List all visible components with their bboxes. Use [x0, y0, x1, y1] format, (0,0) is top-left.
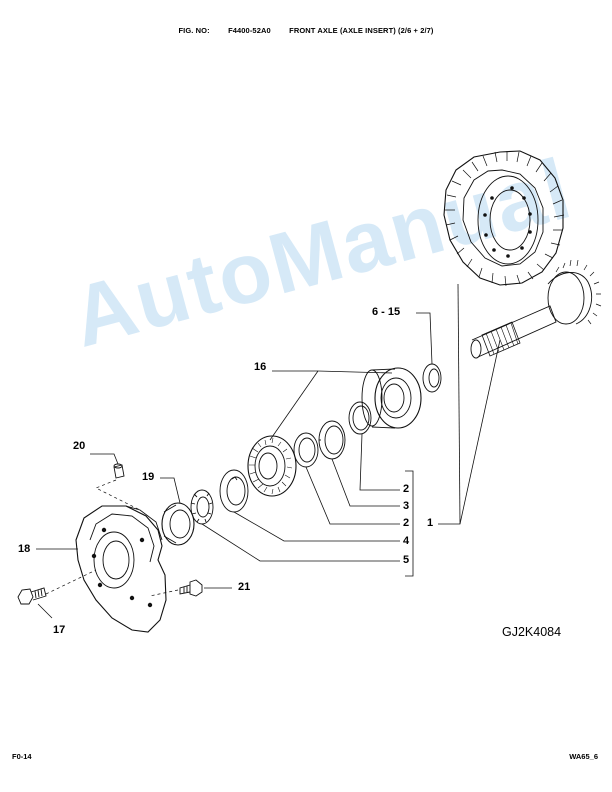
fig-title: FRONT AXLE (AXLE INSERT) (2/6 + 2/7)	[289, 26, 434, 35]
callout-3: 3	[403, 500, 410, 512]
pin-20	[113, 463, 125, 479]
bolt-21	[179, 579, 203, 597]
bolt-17	[17, 587, 47, 605]
leader-lines	[36, 283, 501, 619]
drawing-code: GJ2K4084	[502, 625, 562, 639]
fig-label: FIG. NO:	[178, 26, 210, 35]
bearing-16-right	[361, 367, 422, 429]
callout-17: 17	[53, 624, 66, 636]
crown-gear	[443, 150, 565, 287]
axle-flange-18	[75, 505, 167, 633]
tab-washer-4	[219, 469, 249, 513]
pinion-shaft	[470, 259, 602, 359]
alignment-lines	[45, 479, 179, 597]
callout-20: 20	[73, 440, 86, 452]
callout-18: 18	[18, 543, 31, 555]
ring-2-upper	[348, 401, 372, 435]
callout-6-15: 6 - 15	[372, 306, 401, 318]
callout-1: 1	[427, 517, 434, 529]
callout-5: 5	[403, 554, 410, 566]
callout-2-lower: 2	[403, 517, 410, 529]
callout-16: 16	[254, 361, 267, 373]
bearing-16-center	[247, 435, 297, 497]
callout-4: 4	[403, 535, 410, 547]
callout-21: 21	[238, 581, 251, 593]
fig-number: F4400-52A0	[228, 26, 271, 35]
footer-page-ref: F0-14	[12, 752, 32, 761]
footer-model-ref: WA65_6	[569, 752, 598, 761]
callout-19: 19	[142, 471, 155, 483]
ring-3	[318, 420, 346, 460]
ring-2-lower	[293, 432, 319, 468]
callout-2-upper: 2	[403, 483, 410, 495]
ring-nut-5	[190, 489, 214, 525]
seal-19	[161, 502, 195, 546]
figure-header: FIG. NO: F4400-52A0 FRONT AXLE (AXLE INS…	[0, 26, 612, 35]
shim-6-15	[422, 363, 442, 393]
